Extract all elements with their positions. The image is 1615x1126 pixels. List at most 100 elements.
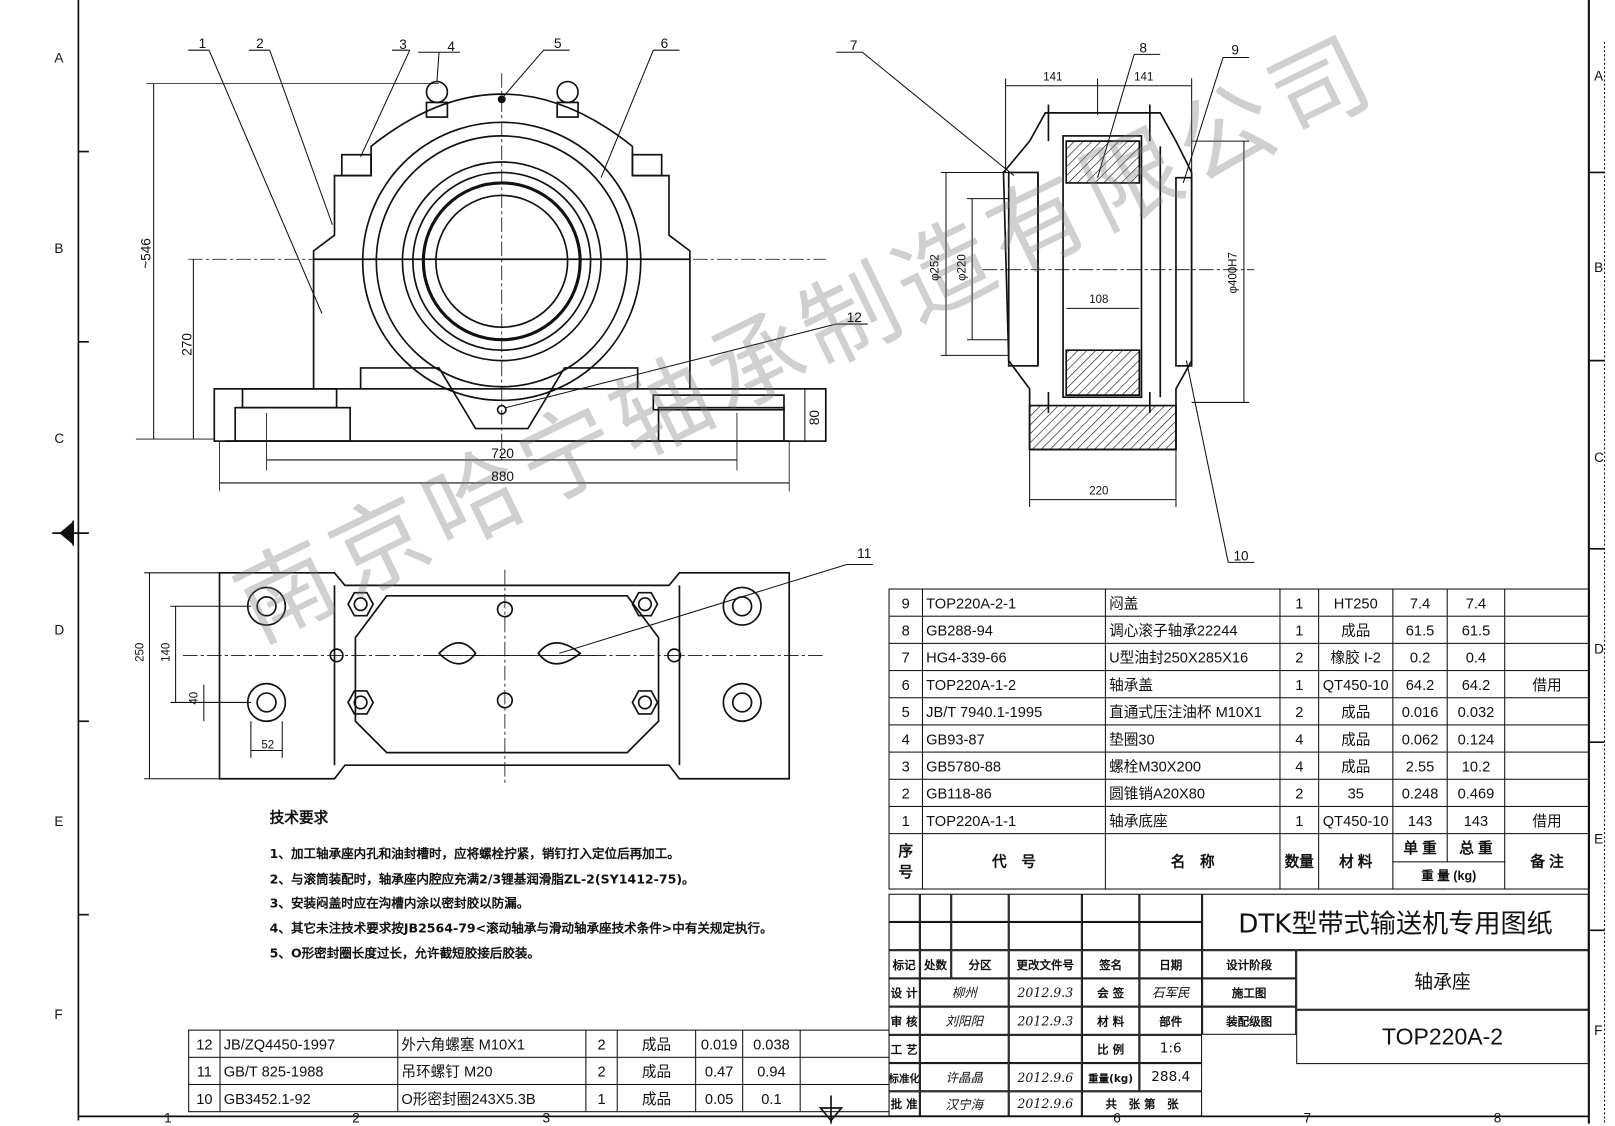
cell-seq: 10 [188, 1083, 221, 1113]
zone-col-1: 1 [164, 1110, 172, 1126]
zone-row-e-right: E [1594, 831, 1604, 847]
dim-height: ~546 [138, 238, 154, 269]
dim-d252: φ252 [929, 254, 942, 281]
cell-material: 成品 [616, 1083, 697, 1113]
cell-unit-weight: 0.019 [695, 1029, 744, 1058]
process-label: 工 艺 [888, 1034, 920, 1064]
cell-remark [1504, 778, 1590, 807]
zone-row-f-right: F [1594, 1022, 1603, 1038]
balloon-4: 4 [447, 38, 455, 55]
standard-date: 2012.9.6 [1008, 1063, 1082, 1092]
cell-name: 闷盖 [1104, 588, 1281, 617]
header-code: 代 号 [921, 833, 1106, 890]
cell-code: JB/ZQ4450-1997 [219, 1029, 399, 1058]
header-date: 日期 [1139, 950, 1203, 979]
cell-qty: 1 [1279, 615, 1320, 644]
approve-label: 批 准 [888, 1091, 920, 1117]
cell-seq: 2 [888, 778, 923, 807]
header-zone: 分区 [951, 950, 1009, 979]
dim-bolt-span: 720 [491, 445, 514, 461]
header-remark: 备 注 [1504, 833, 1590, 890]
dim-plan-offset: 40 [188, 691, 201, 705]
balloon-7: 7 [849, 37, 858, 54]
review-label: 审 核 [888, 1006, 920, 1035]
dim-length: 880 [491, 468, 514, 484]
cell-total-weight: 0.469 [1446, 778, 1506, 807]
cell-seq: 8 [888, 615, 923, 644]
cell-remark [799, 1083, 890, 1113]
approve-signature: 汉宁海 [919, 1091, 1009, 1117]
cell-unit-weight: 64.2 [1392, 670, 1448, 699]
zone-row-a-right: A [1594, 67, 1604, 84]
cell-total-weight: 0.94 [742, 1056, 801, 1086]
zone-col-8: 8 [1493, 1110, 1502, 1126]
zone-col-7: 7 [1303, 1110, 1312, 1126]
cell-qty: 1 [1279, 670, 1320, 699]
cell-code: TOP220A-2-1 [921, 588, 1106, 617]
cell-code: GB3452.1-92 [219, 1083, 399, 1113]
dim-side-width: 220 [1089, 485, 1109, 498]
zone-row-d: D [54, 621, 65, 638]
plan-view [144, 563, 873, 784]
cell-qty: 1 [1279, 588, 1320, 617]
zone-row-c: C [54, 430, 65, 447]
header-material: 材 料 [1318, 833, 1394, 890]
cell-unit-weight: 0.05 [695, 1083, 744, 1113]
dim-center-height: 270 [179, 333, 195, 356]
balloon-6: 6 [660, 35, 669, 52]
zone-row-b: B [54, 240, 64, 257]
cell-remark [1504, 724, 1590, 753]
parts-header-row: 序号 代 号 名 称 数量 材 料 单 重 总 重 备 注 [888, 833, 1590, 890]
cell-seq: 4 [888, 724, 923, 753]
balloon-1: 1 [198, 35, 207, 52]
cell-name: 直通式压注油杯 M10X1 [1104, 697, 1281, 726]
drawing-number: TOP220A-2 [1296, 1009, 1589, 1065]
tech-requirement-1: 1、加工轴承座内孔和油封槽时，应将螺栓拧紧，销钉打入定位后再加工。 [269, 846, 680, 862]
cell-code: GB/T 825-1988 [219, 1056, 399, 1086]
cell-code: GB288-94 [921, 615, 1106, 644]
cell-name: 调心滚子轴承22244 [1104, 615, 1281, 644]
cell-total-weight: 143 [1446, 805, 1506, 835]
design-date: 2012.9.3 [1008, 978, 1082, 1007]
process-signature [919, 1034, 1009, 1064]
dim-d220: φ220 [956, 254, 969, 281]
rev-cell [951, 921, 1009, 951]
dim-bearing-width: 108 [1089, 293, 1109, 307]
part-name: 轴承座 [1296, 950, 1589, 1010]
cell-name: U型油封250X285X16 [1104, 642, 1281, 672]
side-view [836, 51, 1255, 563]
cell-total-weight: 0.038 [742, 1029, 801, 1058]
cell-seq: 3 [888, 751, 923, 780]
cell-code: GB118-86 [921, 778, 1106, 807]
cell-name: 轴承盖 [1104, 670, 1281, 699]
cell-material: HT250 [1318, 588, 1394, 617]
cell-material: 成品 [1318, 697, 1394, 726]
header-change-doc: 更改文件号 [1008, 950, 1082, 979]
cell-seq: 5 [888, 697, 923, 726]
balloon-5: 5 [554, 35, 562, 52]
cell-total-weight: 0.4 [1446, 642, 1506, 672]
cell-unit-weight: 0.2 [1392, 642, 1448, 672]
series-title: DTK型带式输送机专用图纸 [1202, 893, 1589, 951]
weight-value: 288.4 [1139, 1063, 1203, 1092]
zone-row-b-right: B [1594, 259, 1604, 275]
design-signature: 柳州 [919, 978, 1009, 1007]
cell-material: 橡胶 I-2 [1318, 642, 1394, 672]
cell-qty: 2 [1279, 697, 1320, 726]
cell-remark [1504, 751, 1590, 780]
cell-seq: 11 [188, 1056, 221, 1086]
dim-left-width: 141 [1043, 71, 1063, 84]
cell-seq: 12 [188, 1029, 221, 1058]
cell-code: GB5780-88 [921, 751, 1106, 780]
zone-row-c-right: C [1594, 449, 1604, 466]
front-view [135, 49, 868, 492]
cell-total-weight: 61.5 [1446, 615, 1506, 644]
cell-material: 成品 [1318, 724, 1394, 753]
